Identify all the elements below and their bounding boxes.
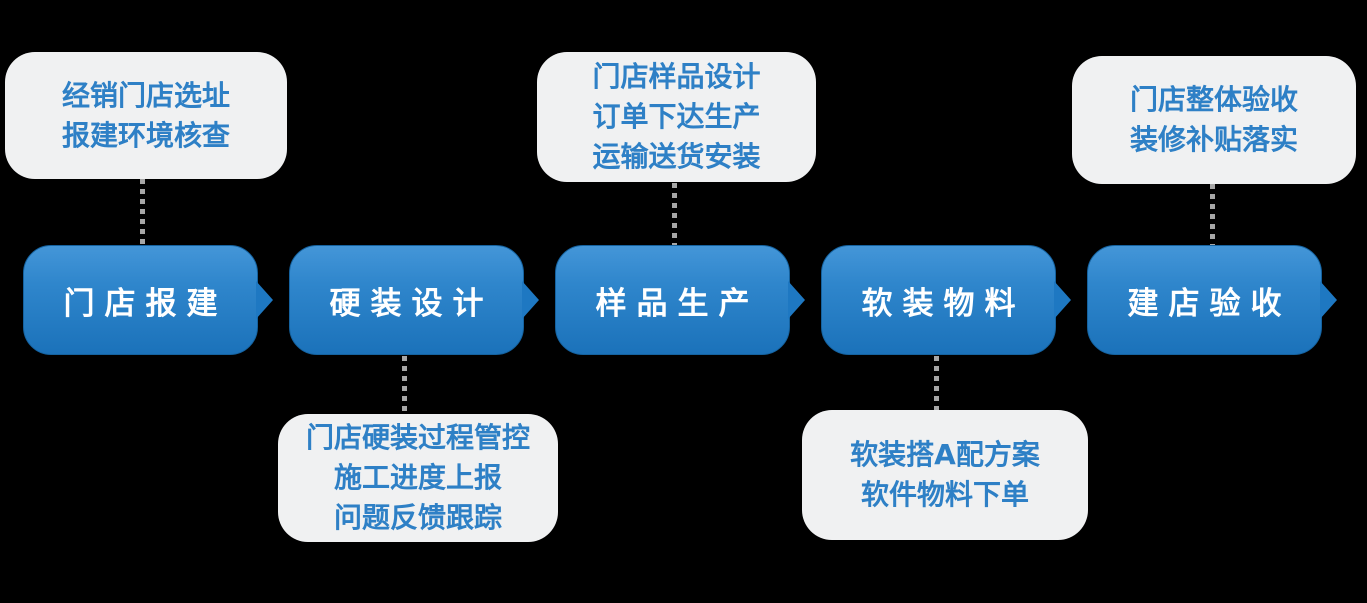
arrow-right-icon xyxy=(522,281,539,319)
callout-line: 门店硬装过程管控 xyxy=(305,421,530,455)
callout-line: 装修补贴落实 xyxy=(1129,123,1298,156)
callout-line: 问题反馈跟踪 xyxy=(333,500,502,534)
callout-hard-decoration: 门店硬装过程管控 施工进度上报 问题反馈跟踪 xyxy=(278,414,558,542)
arrow-right-icon xyxy=(788,281,805,319)
dotted-connector xyxy=(140,179,145,245)
callout-line: 软装搭A配方案 xyxy=(850,438,1040,472)
dotted-connector xyxy=(1210,184,1215,245)
arrow-right-icon xyxy=(256,281,273,319)
callout-soft-decoration: 软装搭A配方案 软件物料下单 xyxy=(802,410,1088,540)
callout-line: 报建环境核查 xyxy=(61,118,230,152)
callout-line: 门店整体验收 xyxy=(1129,83,1298,117)
callout-line: 经销门店选址 xyxy=(61,78,230,112)
stage-box-store-registration: 门店报建 xyxy=(23,245,273,355)
stage-label: 样品生产 xyxy=(595,285,760,322)
dotted-connector xyxy=(402,356,407,414)
stage-box-hard-decoration-design: 硬装设计 xyxy=(289,245,539,355)
callout-line: 订单下达生产 xyxy=(592,100,761,134)
dotted-connector xyxy=(934,356,939,410)
callout-line: 运输送货安装 xyxy=(592,139,761,173)
callout-line: 门店样品设计 xyxy=(592,60,761,94)
callout-store-acceptance: 门店整体验收 装修补贴落实 xyxy=(1072,56,1356,184)
callout-sample-production: 门店样品设计 订单下达生产 运输送货安装 xyxy=(537,52,816,182)
stage-box-sample-production: 样品生产 xyxy=(555,245,805,355)
callout-store-registration: 经销门店选址 报建环境核查 xyxy=(5,52,287,179)
stage-label: 门店报建 xyxy=(63,285,228,322)
stage-label: 软装物料 xyxy=(861,285,1026,322)
stage-box-store-build-acceptance: 建店验收 xyxy=(1087,245,1337,355)
arrow-right-icon xyxy=(1320,281,1337,319)
callout-line: 软件物料下单 xyxy=(860,478,1029,511)
callout-line: 施工进度上报 xyxy=(333,461,502,495)
arrow-right-icon xyxy=(1054,281,1071,319)
dotted-connector xyxy=(672,183,677,245)
stage-label: 建店验收 xyxy=(1127,285,1292,322)
stage-box-soft-decoration-materials: 软装物料 xyxy=(821,245,1071,355)
stage-label: 硬装设计 xyxy=(329,285,494,322)
